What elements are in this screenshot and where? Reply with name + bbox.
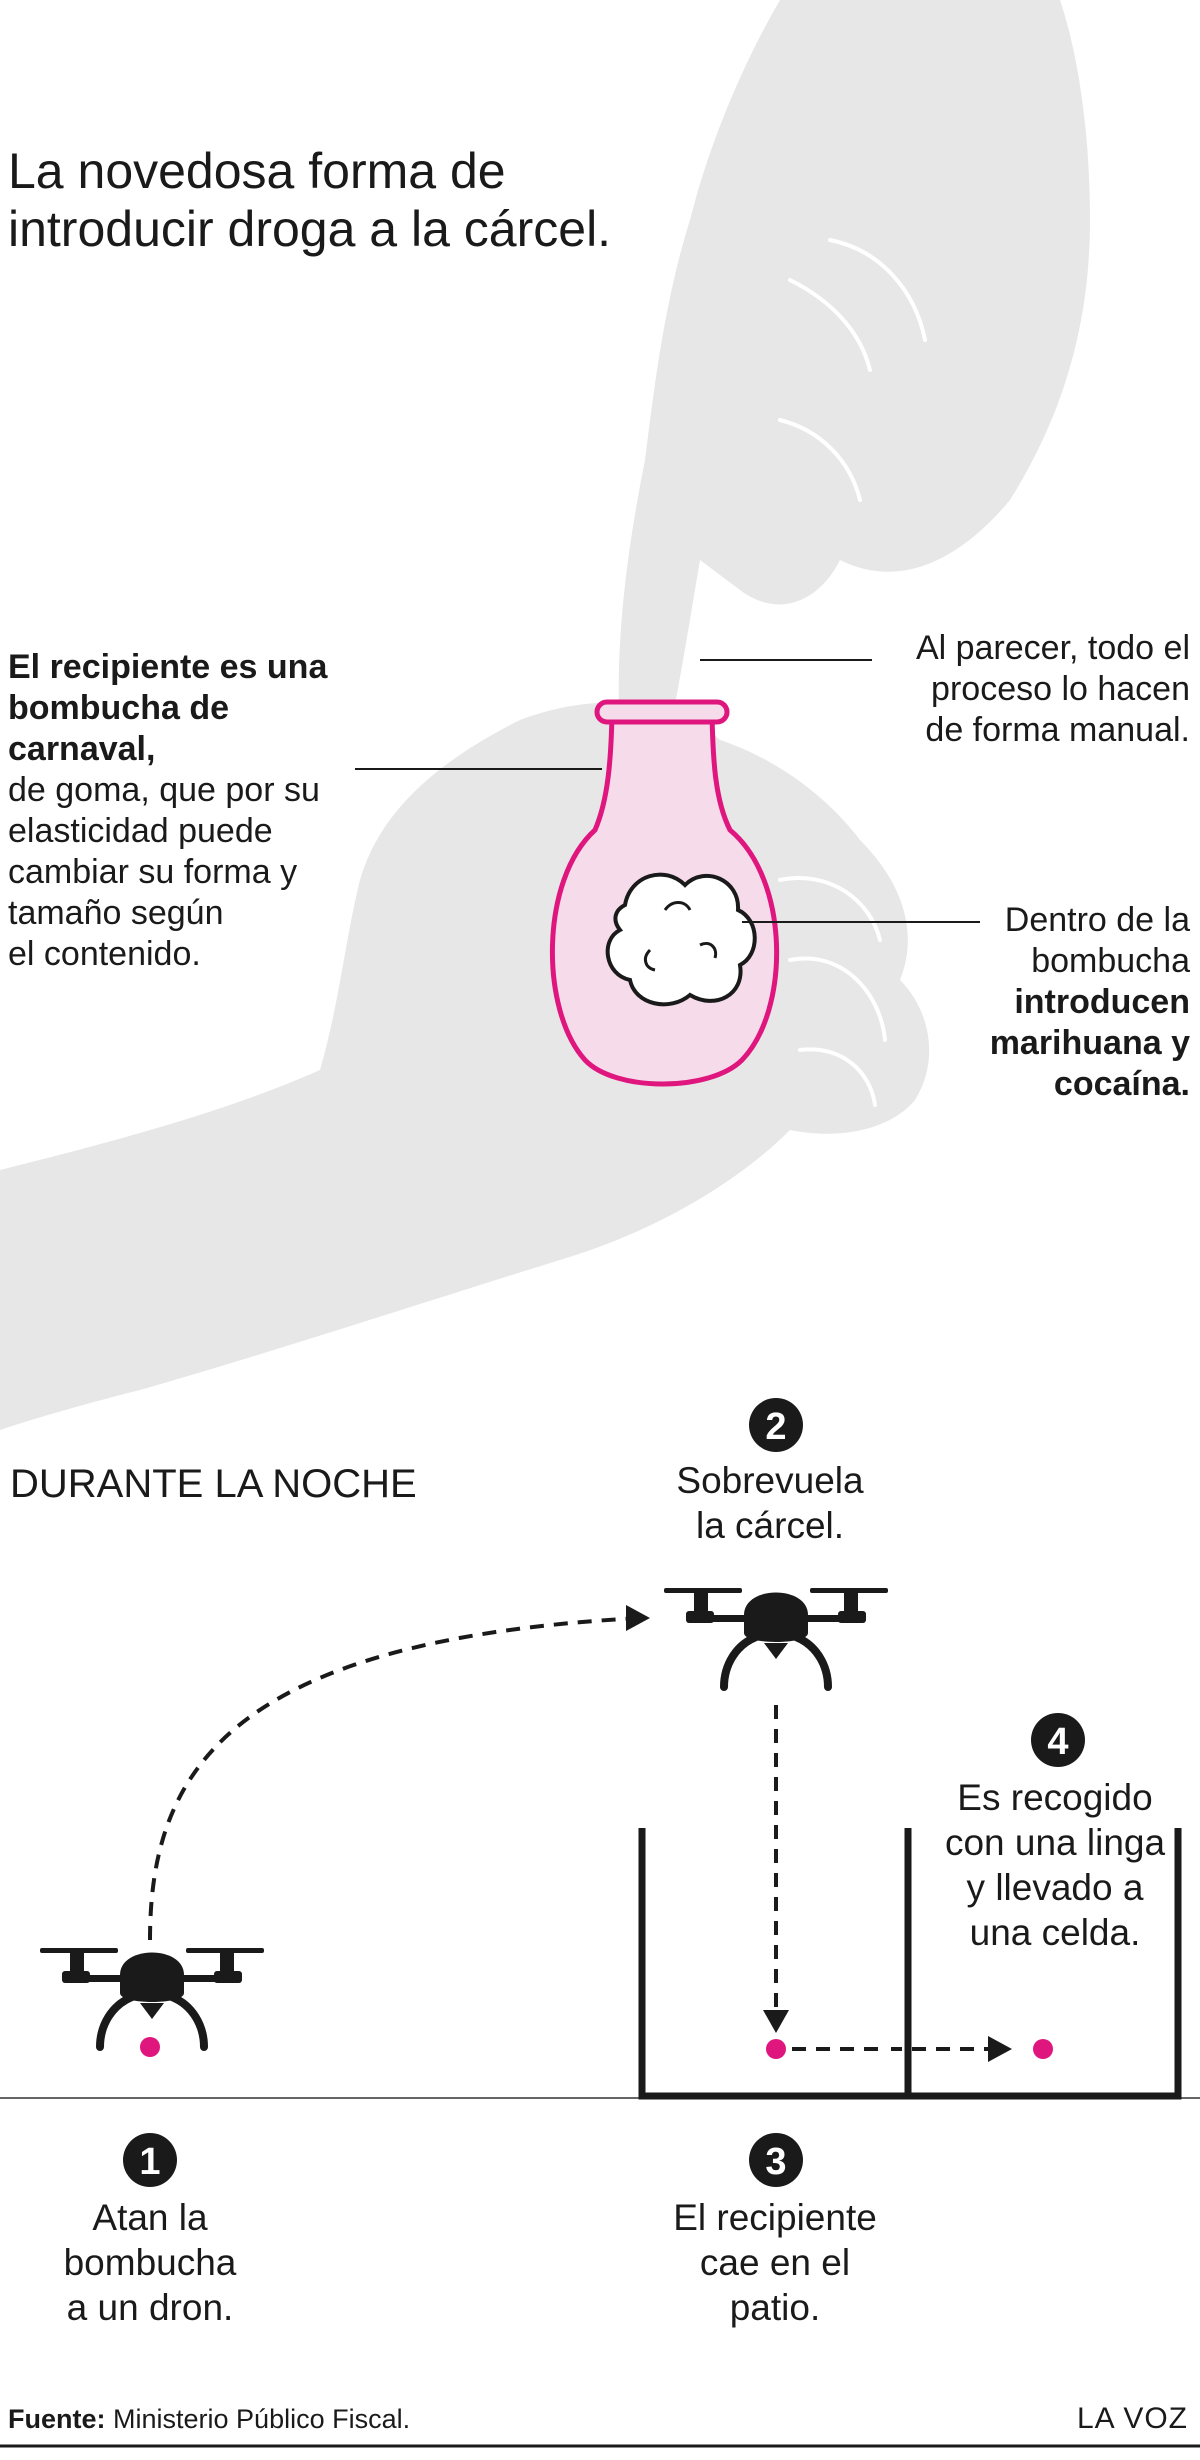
contents-note: Dentro de la bombucha introducen marihua… [910, 900, 1190, 1105]
publisher-logo: LA VOZ [1076, 2402, 1188, 2435]
title-line: introducir droga a la cárcel. [8, 201, 612, 257]
step-line: y llevado a [966, 1867, 1144, 1908]
source-text: Ministerio Público Fiscal. [113, 2404, 411, 2434]
arrow-head [626, 1605, 650, 1631]
note-line: Al parecer, todo el [915, 629, 1190, 667]
drone-icon [40, 1948, 264, 2057]
recipient-note: El recipiente es una bombucha de carnava… [8, 647, 368, 975]
svg-text:3: 3 [765, 2141, 786, 2183]
step-3-caption: El recipiente cae en el patio. [630, 2195, 920, 2330]
balloon-dot [1033, 2039, 1053, 2059]
knuckle-line [788, 956, 887, 1042]
note-line: cambiar su forma y [8, 853, 298, 891]
title-line: La novedosa forma de [8, 143, 506, 199]
balloon-dot [766, 2039, 786, 2059]
upper-hand [618, 0, 1090, 730]
step-line: Es recogido [957, 1777, 1153, 1818]
drug-cloud-icon [605, 872, 757, 1007]
step-line: a un dron. [66, 2287, 234, 2328]
finger-crease [788, 278, 872, 372]
svg-text:4: 4 [1047, 1721, 1068, 1763]
note-line: el contenido. [8, 935, 201, 973]
note-line: proceso lo hacen [931, 670, 1190, 708]
step-line: Sobrevuela [676, 1460, 864, 1501]
note-line: tamaño según [8, 894, 224, 932]
note-line: elasticidad puede [8, 812, 273, 850]
note-line: de forma manual. [925, 711, 1190, 749]
step-line: cae en el [699, 2242, 851, 2283]
note-bold-line: El recipiente es una [8, 648, 328, 686]
step-line: con una linga [944, 1822, 1166, 1863]
step-1-caption: Atan la bombucha a un dron. [20, 2195, 280, 2330]
manual-process-note: Al parecer, todo el proceso lo hacen de … [850, 628, 1190, 751]
step-line: Atan la [92, 2197, 208, 2238]
source-label: Fuente: [8, 2404, 106, 2434]
note-bold-line: introducen [1014, 983, 1190, 1021]
finger-crease [778, 418, 862, 502]
svg-text:2: 2 [765, 1406, 786, 1448]
note-bold-line: cocaína. [1053, 1065, 1190, 1103]
knuckle-line [778, 876, 882, 942]
step-line: una celda. [969, 1912, 1141, 1953]
section-label: DURANTE LA NOCHE [10, 1462, 417, 1506]
note-line: Dentro de la [1004, 901, 1190, 939]
step-line: la cárcel. [695, 1505, 845, 1546]
source-credit: Fuente: Ministerio Público Fiscal. [8, 2403, 410, 2435]
page-title: La novedosa forma de introducir droga a … [8, 142, 611, 258]
step-badge-2: 2 [749, 1398, 803, 1452]
drone-icon [664, 1588, 888, 1691]
svg-text:1: 1 [139, 2141, 160, 2183]
flight-path [148, 1616, 641, 1941]
step-badge-1: 1 [123, 2133, 177, 2187]
note-bold-line: bombucha de carnaval, [8, 689, 230, 768]
arrow-head [763, 2010, 789, 2033]
step-line: patio. [729, 2287, 821, 2328]
step-2-caption: Sobrevuela la cárcel. [620, 1458, 920, 1548]
step-badge-3: 3 [749, 2133, 803, 2187]
note-line: de goma, que por su [8, 771, 320, 809]
finger-crease [828, 238, 927, 342]
step-badge-4: 4 [1031, 1713, 1085, 1767]
note-bold-line: marihuana y [989, 1024, 1190, 1062]
arrow-head [988, 2036, 1012, 2062]
balloon-with-drugs [549, 699, 780, 1087]
step-line: bombucha [63, 2242, 237, 2283]
balloon-dot [140, 2037, 160, 2057]
step-4-caption: Es recogido con una linga y llevado a un… [910, 1775, 1200, 1955]
knuckle-line [798, 1047, 877, 1107]
note-line: bombucha [1031, 942, 1190, 980]
step-line: El recipiente [673, 2197, 877, 2238]
